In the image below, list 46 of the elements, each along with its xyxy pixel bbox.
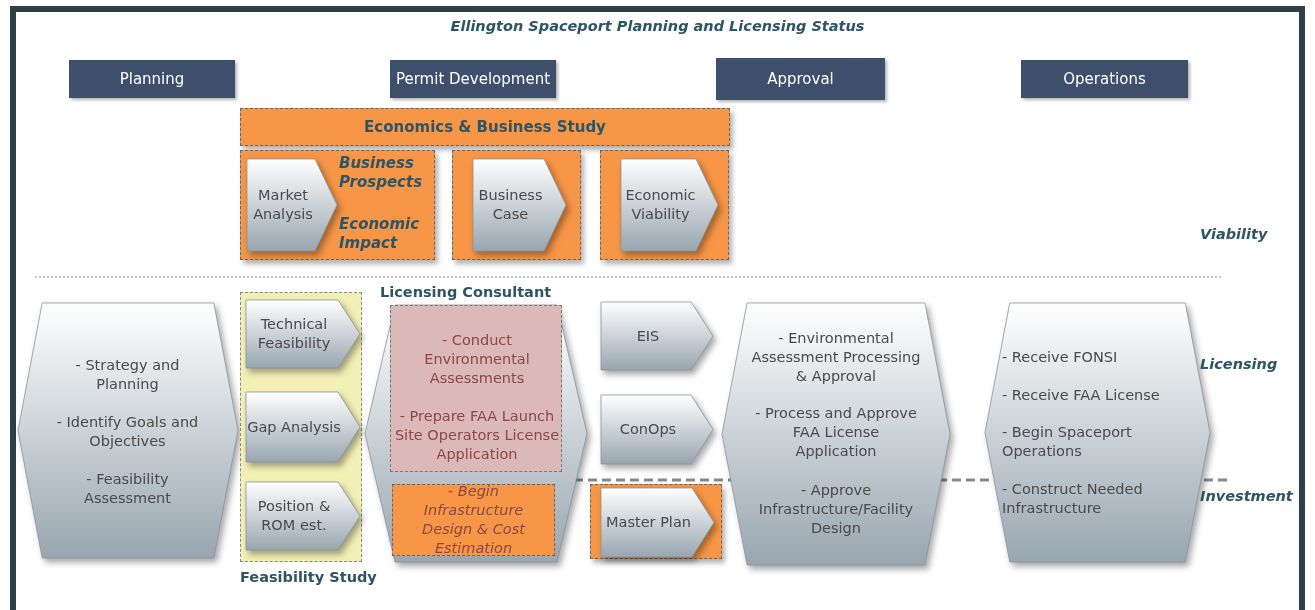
- task-box: [392, 484, 555, 556]
- step-label: Market Analysis: [252, 186, 314, 224]
- track-label: Licensing: [1200, 356, 1278, 372]
- study-panel: [590, 484, 722, 559]
- phase-label: Planning: [119, 69, 185, 89]
- study-panel: [600, 150, 729, 260]
- diagram-title: Ellington Spaceport Planning and Licensing Status: [449, 18, 866, 34]
- task-text: - Construct Needed Infrastructure: [1002, 480, 1144, 518]
- step-label: Business Case: [477, 186, 544, 224]
- phase-label: Operations: [1063, 69, 1146, 89]
- group-heading: Feasibility Study: [240, 568, 378, 587]
- step-label: Economic Viability: [624, 186, 697, 224]
- task-text: - Begin Spaceport Operations: [1002, 423, 1133, 461]
- task-text: - Receive FONSI: [1002, 348, 1119, 367]
- task-text: - Environmental Assessment Processing & Approval: [750, 329, 922, 386]
- study-panel: [452, 150, 581, 260]
- phase-label: Approval: [767, 69, 834, 89]
- task-text: - Approve Infrastructure/Facility Design: [757, 481, 915, 538]
- task-box: [390, 305, 562, 472]
- study-panel: [240, 150, 435, 260]
- outcome-label: Economic Impact: [339, 215, 421, 253]
- step-label: Gap Analysis: [247, 417, 341, 437]
- study-banner: [240, 108, 730, 146]
- task-text: - Conduct Environmental Assessments: [423, 331, 531, 388]
- phase-header: [69, 60, 235, 98]
- phase-header: [716, 58, 885, 100]
- task-text: - Receive FAA License: [1002, 386, 1161, 405]
- track-label: Investment: [1200, 488, 1293, 504]
- step-label: Position & ROM est.: [256, 497, 332, 535]
- task-text: - Begin Infrastructure Design & Cost Estimation: [421, 482, 527, 558]
- phase-label: Permit Development: [395, 69, 551, 89]
- phase-header: [390, 60, 556, 98]
- task-text: - Prepare FAA Launch Site Operators License Application: [393, 407, 561, 464]
- group-heading: Licensing Consultant: [380, 283, 553, 302]
- task-text: - Process and Approve FAA License Application: [754, 404, 918, 461]
- step-label: Master Plan: [606, 513, 691, 532]
- step-label: ConOps: [619, 420, 677, 439]
- outcome-label: Business Prospects: [339, 154, 424, 192]
- track-label: Viability: [1200, 226, 1268, 242]
- task-text: - Feasibility Assessment: [83, 470, 172, 508]
- task-text: - Identify Goals and Objectives: [55, 413, 200, 451]
- step-label: Technical Feasibility: [256, 315, 332, 353]
- phase-header: [1021, 60, 1188, 98]
- task-text: - Strategy and Planning: [74, 356, 181, 394]
- banner-title: Economics & Business Study: [364, 117, 606, 137]
- step-label: EIS: [636, 326, 660, 346]
